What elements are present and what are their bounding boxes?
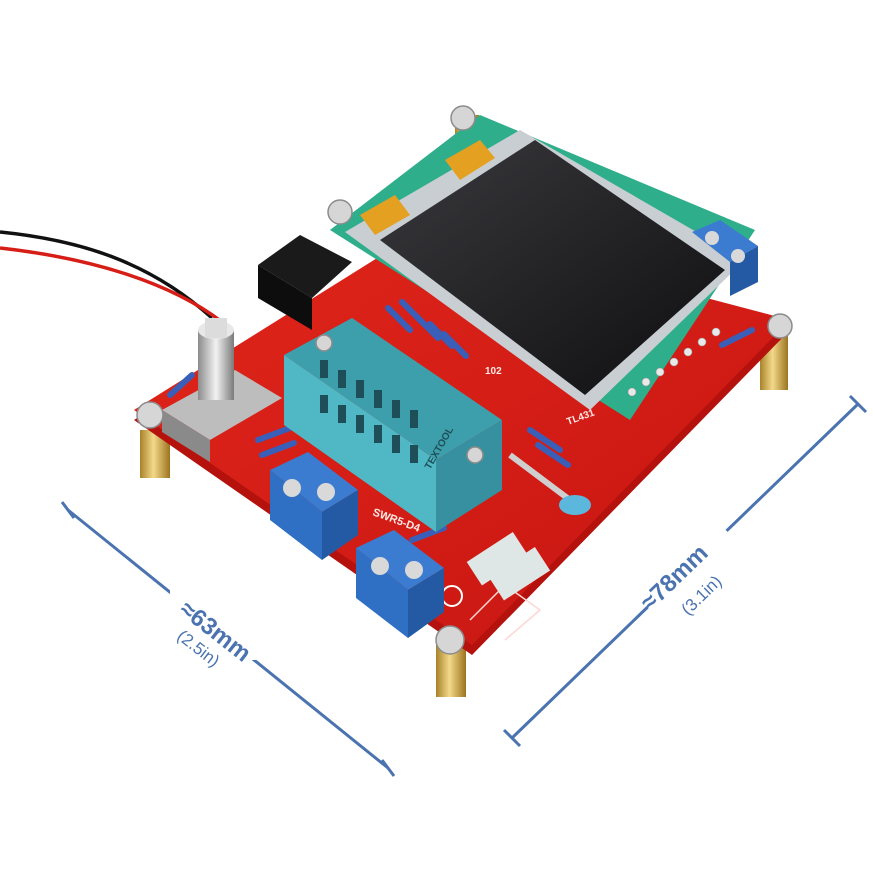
terminal-blocks [270,220,758,638]
dc-power-jack [258,235,352,330]
mounting-screws [136,105,793,655]
lcd-module: 102 TL431 [330,115,755,428]
lcd-screen [380,140,725,395]
terminal-block-right [356,530,444,638]
rotary-encoder-knob [162,318,282,462]
resistors [167,299,755,543]
dimension-width: ≈63mm (2.5in) [60,501,396,777]
probe-wires [0,230,224,324]
terminal-block-left [270,452,358,560]
terminal-block-top-right [692,220,758,296]
resistor-silk-label: 102 [485,366,502,377]
zif-test-socket: TEXTOOL [284,318,591,532]
